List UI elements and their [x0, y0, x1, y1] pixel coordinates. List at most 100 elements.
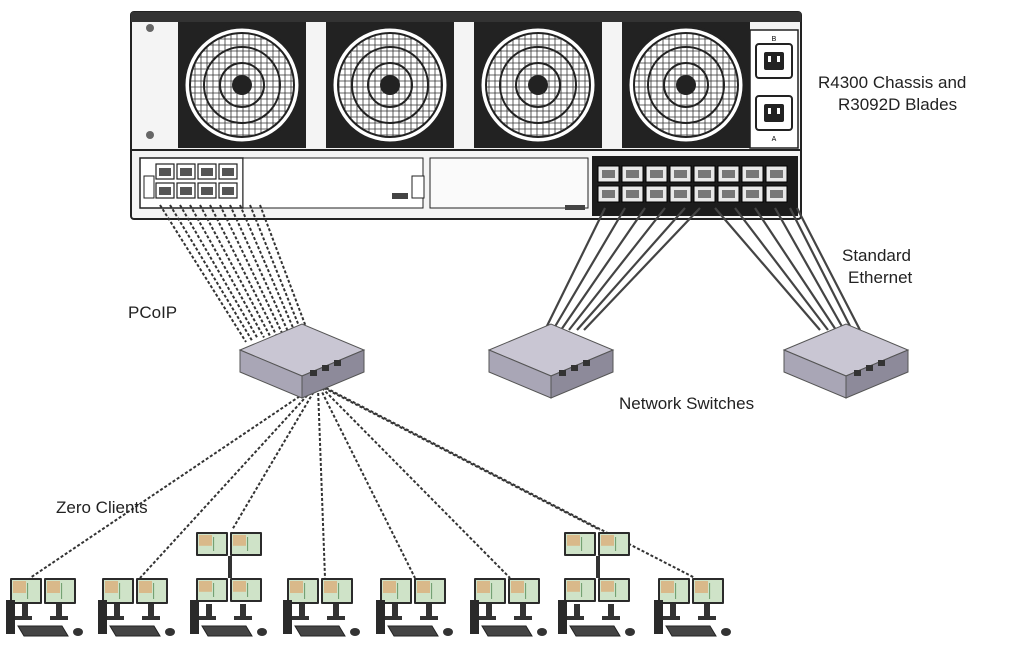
monitor-stand: [574, 604, 580, 616]
zero-client-1: [6, 578, 83, 637]
mouse: [721, 628, 731, 636]
monitor-stand: [333, 604, 339, 616]
zero-client-box: [98, 600, 107, 634]
zero-client-box: [470, 600, 479, 634]
r4300-chassis: B A: [130, 11, 802, 220]
ethernet-cable: [560, 207, 646, 331]
monitor-base: [327, 616, 345, 620]
zero-client-7: [558, 532, 635, 637]
keyboard: [17, 625, 69, 637]
monitor-base: [420, 616, 438, 620]
power-supply-panel: B A: [749, 29, 799, 149]
network-switch-right: [782, 323, 910, 399]
ethernet-cables: [544, 207, 861, 331]
mouse: [350, 628, 360, 636]
keyboard: [294, 625, 346, 637]
pcoip-client-cable: [29, 387, 313, 579]
pcoip-label: PCoIP: [128, 303, 178, 322]
mouse: [165, 628, 175, 636]
switch-port-led: [571, 365, 578, 371]
zero-client-8: [654, 578, 731, 637]
monitor-base: [50, 616, 68, 620]
pcoip-cable: [259, 204, 307, 328]
mouse: [73, 628, 83, 636]
ethernet-cable: [583, 207, 701, 331]
monitor-base: [106, 616, 124, 620]
fan-1: [178, 22, 306, 148]
zero-client-3: [190, 532, 267, 637]
switch-port-led: [878, 360, 885, 366]
standard-ethernet-label-line2: Ethernet: [848, 268, 913, 287]
monitor-base: [142, 616, 160, 620]
monitor-base: [514, 616, 532, 620]
monitor-stand: [22, 604, 28, 616]
monitor-stand: [228, 556, 232, 578]
power-inlet-a: A: [755, 95, 793, 143]
monitor-stand: [148, 604, 154, 616]
zero-client-6: [470, 578, 547, 637]
inlet-b-letter: B: [772, 36, 777, 43]
pcoip-port-block: [155, 163, 238, 199]
monitor-stand: [114, 604, 120, 616]
keyboard: [387, 625, 439, 637]
monitor-stand: [704, 604, 710, 616]
chassis-label-line2: R3092D Blades: [838, 95, 958, 114]
pcoip-client-cable: [139, 387, 315, 579]
ethernet-cable: [789, 207, 853, 331]
pcoip-cable: [169, 204, 253, 342]
keyboard: [569, 625, 621, 637]
network-switch-left: [487, 323, 615, 399]
ethernet-cable: [544, 207, 606, 331]
switch-port-led: [583, 360, 590, 366]
pcoip-cable: [239, 204, 295, 331]
zero-client-box: [190, 600, 199, 634]
mouse: [537, 628, 547, 636]
mouse: [443, 628, 453, 636]
monitor-stand: [426, 604, 432, 616]
monitor-stand: [299, 604, 305, 616]
ethernet-port-block: [597, 165, 788, 203]
zero-client-box: [558, 600, 567, 634]
mouse: [625, 628, 635, 636]
zero-client-box: [654, 600, 663, 634]
monitor-base: [698, 616, 716, 620]
zero-client-box: [376, 600, 385, 634]
switch-port-led: [854, 370, 861, 376]
pcoip-client-cable: [325, 387, 696, 579]
zero-client-4: [283, 578, 360, 637]
power-inlet-b: B: [755, 36, 793, 79]
monitor-base: [566, 616, 584, 620]
mouse: [257, 628, 267, 636]
pcoip-cable: [189, 204, 265, 338]
monitor-base: [291, 616, 309, 620]
pcoip-cable: [229, 204, 289, 332]
pcoip-client-cable: [321, 387, 511, 579]
monitor-base: [602, 616, 620, 620]
pcoip-cable: [159, 204, 247, 343]
ethernet-cable: [568, 207, 666, 331]
monitor-stand: [206, 604, 212, 616]
switch-port-led: [310, 370, 317, 376]
pcoip-client-cable: [317, 387, 326, 579]
pcoip-cable: [219, 204, 283, 334]
pcoip-client-cable: [319, 387, 416, 579]
switch-port-led: [559, 370, 566, 376]
monitor-base: [198, 616, 216, 620]
monitor-stand: [392, 604, 398, 616]
keyboard: [201, 625, 253, 637]
monitor-base: [384, 616, 402, 620]
pcoip-cables-chassis: [159, 204, 307, 343]
pcoip-cable: [249, 204, 301, 329]
pcoip-cables-clients: [29, 387, 696, 579]
pcoip-client-cable: [231, 387, 317, 531]
ethernet-cable: [552, 207, 626, 331]
switch-port-led: [322, 365, 329, 371]
monitor-base: [14, 616, 32, 620]
monitor-base: [478, 616, 496, 620]
fan-3: [474, 22, 602, 148]
pcoip-cable: [179, 204, 259, 340]
monitor-stand: [670, 604, 676, 616]
switch-front: [550, 349, 614, 399]
standard-ethernet-label-line1: Standard: [842, 246, 911, 265]
ethernet-cable: [714, 207, 821, 331]
